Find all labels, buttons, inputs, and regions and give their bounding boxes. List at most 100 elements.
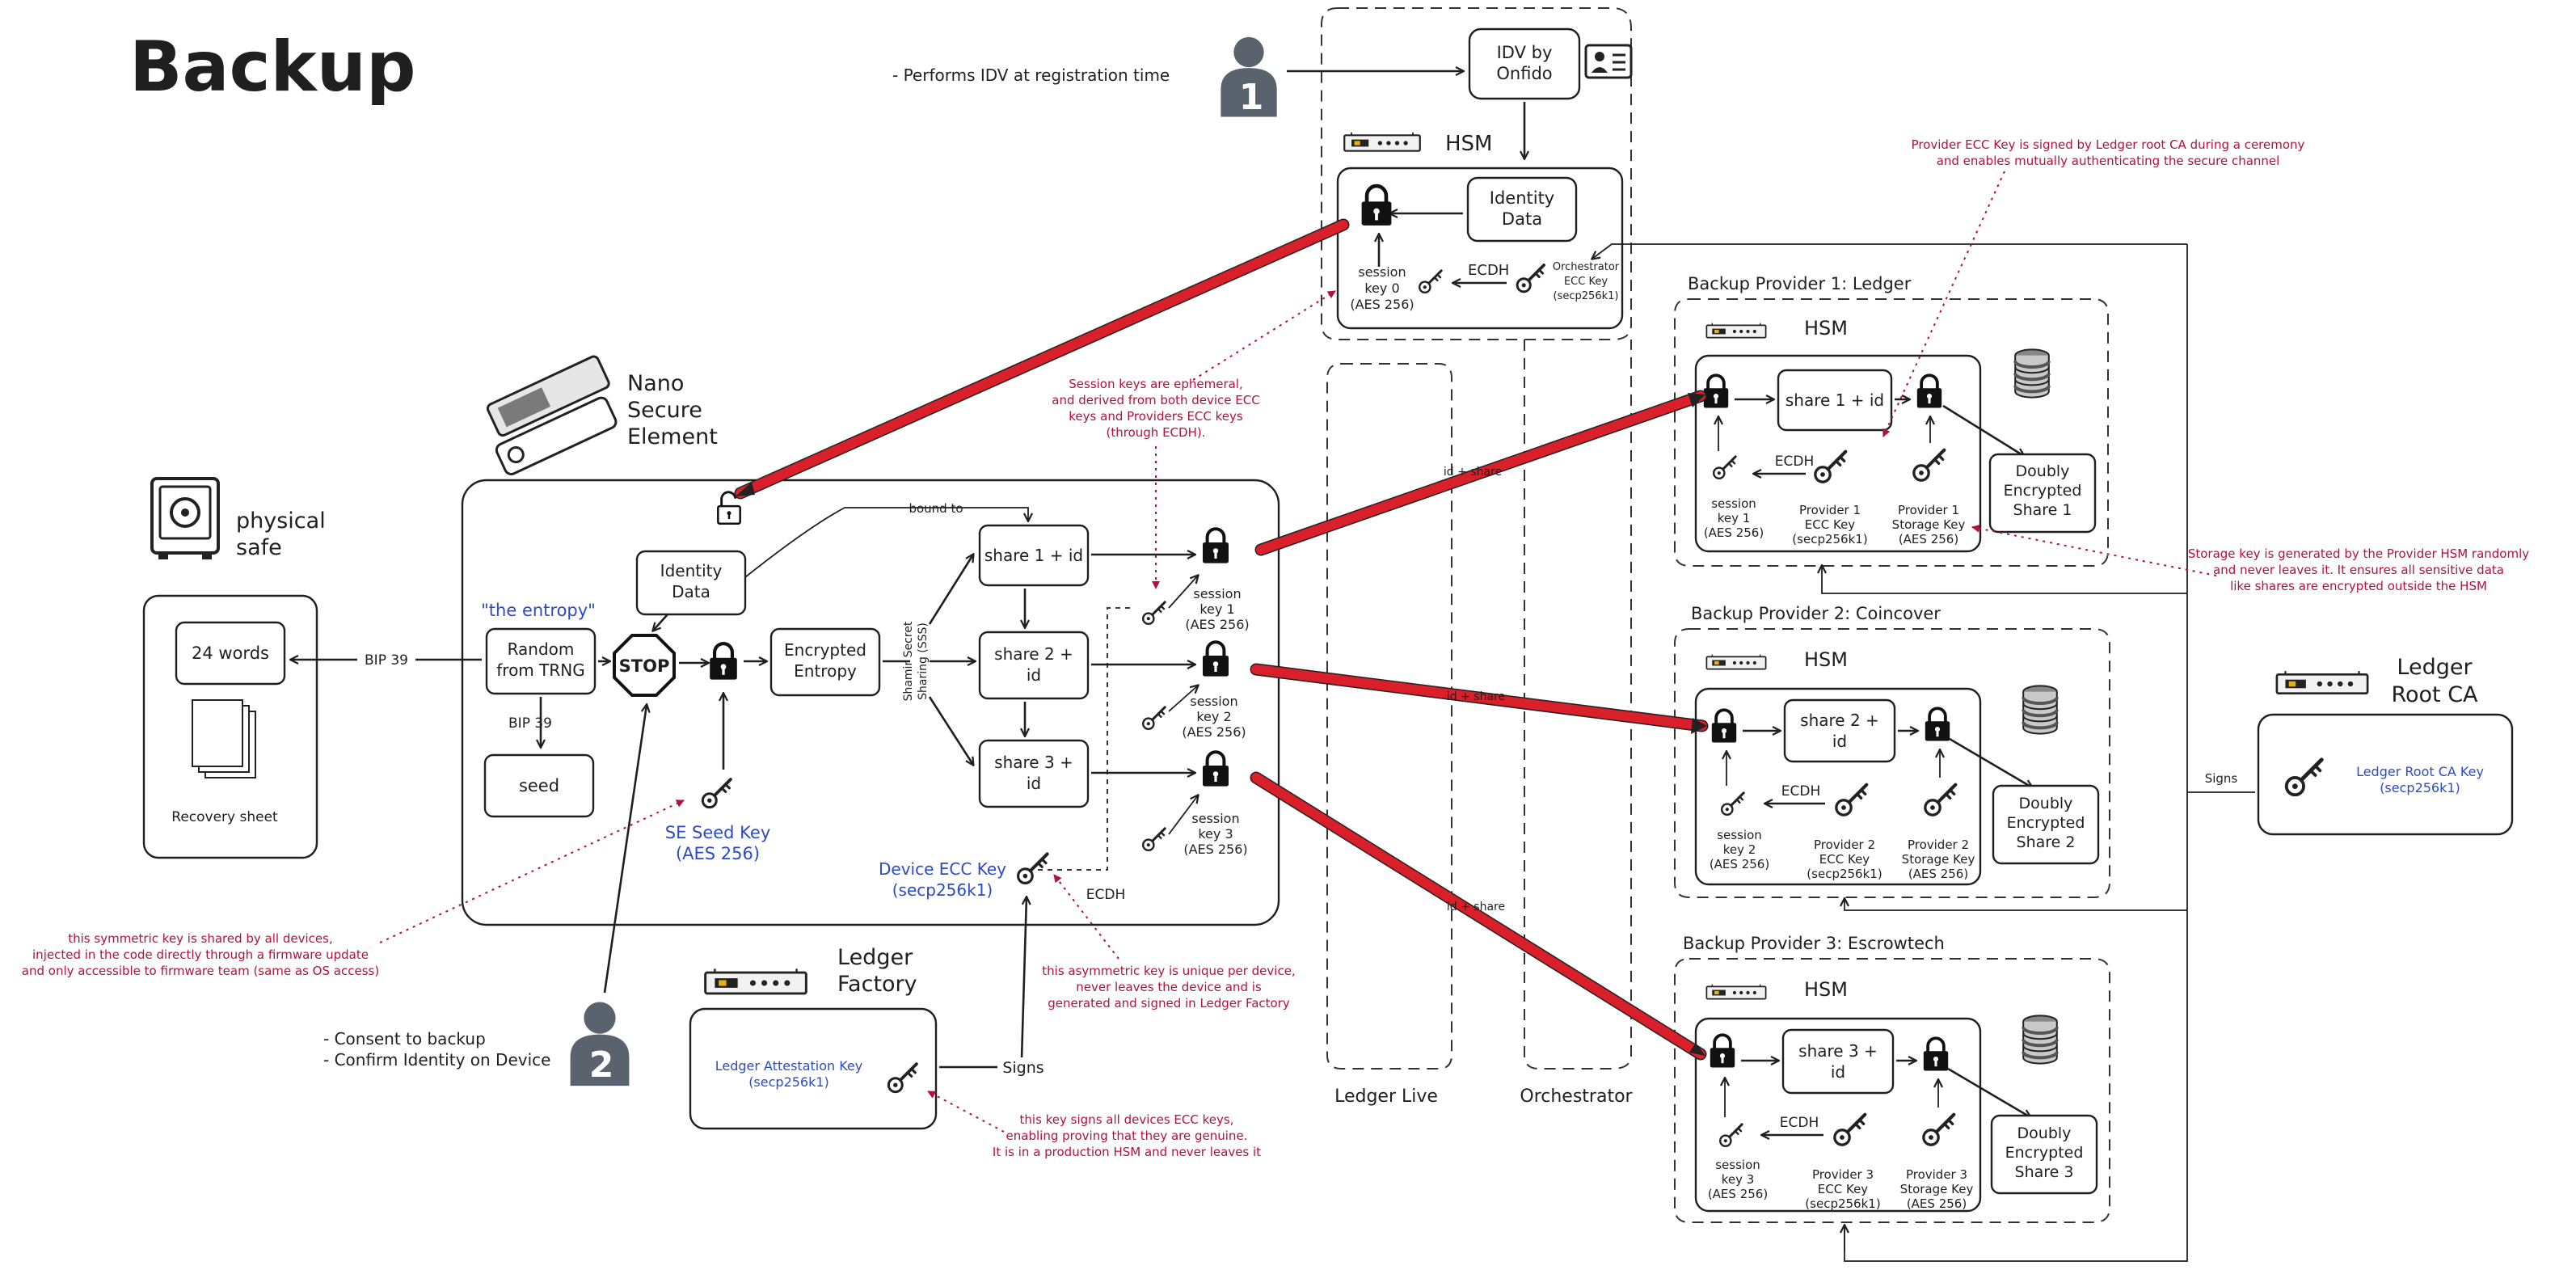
share2-box xyxy=(978,631,1090,700)
provider-1-share-box xyxy=(1777,369,1893,432)
attestation-key-label: Ledger Attestation Key(secp256k1) xyxy=(715,1058,863,1090)
sk3-arrow xyxy=(1168,795,1198,835)
entropy-label: "the entropy" xyxy=(481,601,596,620)
encrypted-entropy-box xyxy=(769,627,881,697)
provider-3-hsm-box xyxy=(1694,1017,1982,1213)
root-ca-box xyxy=(2257,713,2514,836)
secure-channel-0 xyxy=(734,218,1350,500)
root-ca-to-provider2-line xyxy=(1845,899,2187,911)
factory-box xyxy=(689,1007,938,1130)
provider-3-region xyxy=(1674,958,2110,1223)
note-storage-key: Storage key is generated by the Provider… xyxy=(2188,546,2529,593)
user-2-note: - Consent to backup- Confirm Identity on… xyxy=(323,1029,550,1070)
ledger-live-column xyxy=(1326,363,1452,1070)
share2-label: share 2 +id xyxy=(994,644,1073,685)
channel-3-label: id + share xyxy=(1447,901,1505,913)
bound-to-arrow xyxy=(744,507,1028,578)
nano-identity-data-box xyxy=(635,550,747,616)
provider-2-share-box xyxy=(1783,698,1896,763)
hardware-wallet-icon xyxy=(486,355,618,475)
note-session-keys: Session keys are ephemeral,and derived f… xyxy=(1052,377,1259,440)
bound-to-label: bound to xyxy=(909,501,963,516)
factory-server-icon xyxy=(704,967,807,995)
paper-stack-icon xyxy=(192,699,256,778)
provider-2-region xyxy=(1674,628,2110,898)
safe-icon xyxy=(150,477,220,559)
provider-3-share-label: share 3 +id xyxy=(1798,1041,1878,1082)
share1-box xyxy=(978,524,1090,587)
note-asymmetric-pointer xyxy=(1053,874,1119,960)
random-trng-box xyxy=(485,627,597,695)
provider-1-hsm-box xyxy=(1694,354,1982,553)
provider-1-database-icon xyxy=(2013,348,2051,399)
provider-1-title: Backup Provider 1: Ledger xyxy=(1688,274,1912,293)
note-symmetric-pointer xyxy=(379,800,685,943)
root-ca-key-label: Ledger Root CA Key(secp256k1) xyxy=(2356,764,2484,795)
p3-lock-to-doubly-arrow xyxy=(1947,1067,2030,1117)
user-2-number: 2 xyxy=(589,1044,614,1086)
provider-3-server-icon xyxy=(1705,983,1767,1000)
user-1-number: 1 xyxy=(1239,77,1264,118)
p2-lock-to-doubly-arrow xyxy=(1949,737,2032,787)
secure-channel-2 xyxy=(1250,663,1709,734)
provider-1-ecdh-label: ECDH xyxy=(1775,454,1815,470)
ledger-live-label: Ledger Live xyxy=(1334,1086,1438,1107)
provider-3-database-icon xyxy=(2022,1014,2059,1065)
device-ecc-key-label: Device ECC Key(secp256k1) xyxy=(879,859,1006,900)
provider-2-ecdh-label: ECDH xyxy=(1781,783,1821,800)
sk1-arrow xyxy=(1168,576,1198,609)
user-1-note: - Performs IDV at registration time xyxy=(892,65,1170,85)
channel-2-label: id + share xyxy=(1447,690,1505,703)
p1-lock-to-doubly-arrow xyxy=(1942,404,2024,456)
bip39-down-label: BIP 39 xyxy=(508,715,552,732)
stop-sign-icon: STOP xyxy=(613,634,676,697)
provider-1-server-icon xyxy=(1705,322,1767,339)
idv-onfido-box xyxy=(1468,27,1581,100)
seed-box xyxy=(483,753,595,818)
note-provider-ecc: Provider ECC Key is signed by Ledger roo… xyxy=(1912,137,2305,168)
orchestrator-hsm-server-icon xyxy=(1343,131,1421,152)
provider-3-ecdh-label: ECDH xyxy=(1780,1115,1819,1131)
orchestrator-top-region xyxy=(1321,7,1632,340)
share1-label: share 1 + id xyxy=(984,546,1083,565)
ecdh-0-label: ECDH xyxy=(1468,262,1509,279)
svg-text:STOP: STOP xyxy=(619,656,670,676)
factory-signs-label: Signs xyxy=(1002,1059,1043,1077)
id-card-icon xyxy=(1584,44,1633,79)
note-attestation-pointer xyxy=(927,1091,1005,1133)
provider-2-share-label: share 2 +id xyxy=(1800,711,1879,751)
identity-to-stop-arrow xyxy=(653,614,668,631)
note-attestation: this key signs all devices ECC keys,enab… xyxy=(993,1112,1261,1159)
orchestrator-hsm-label: HSM xyxy=(1445,132,1493,156)
words-label: 24 words xyxy=(192,643,269,663)
user2-to-stop-arrow xyxy=(603,705,647,994)
provider-3-title: Backup Provider 3: Escrowtech xyxy=(1683,934,1945,953)
provider-2-hsm-label: HSM xyxy=(1804,648,1848,671)
provider-1-doubly-box xyxy=(1988,453,2097,534)
note-provider-ecc-pointer xyxy=(1882,171,2005,437)
orch-identity-data-box xyxy=(1466,176,1578,243)
note-session-keys-pointer-up xyxy=(1192,290,1336,381)
nano-box xyxy=(461,479,1280,926)
sk2-arrow xyxy=(1168,686,1198,712)
provider-2-doubly-box xyxy=(1992,784,2100,865)
provider-3-hsm-label: HSM xyxy=(1804,978,1848,1001)
root-ca-signs-label: Signs xyxy=(2205,771,2238,786)
